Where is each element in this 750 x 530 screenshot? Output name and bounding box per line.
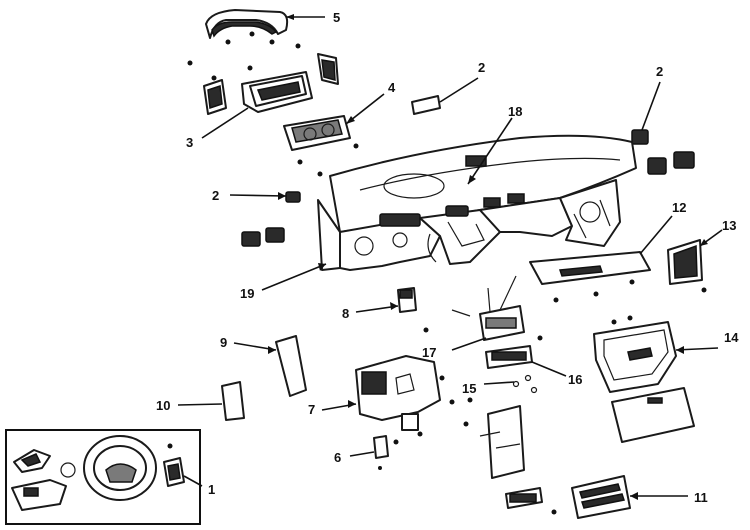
cluster-hood [205,9,289,39]
callout-15: 15 [462,381,476,396]
right-vents [631,129,695,175]
ashtray-grille [551,475,631,519]
leader-12 [639,215,673,255]
callout-2-right: 2 [656,64,663,79]
callout-18: 18 [508,104,522,119]
dashboard-panel [317,134,637,271]
callout-7: 7 [308,402,315,417]
cluster-bezel [241,71,313,113]
relay-unit [463,345,538,427]
switch-unit [397,287,429,333]
callout-2-left: 2 [212,188,219,203]
callout-1: 1 [208,482,215,497]
leader-6 [349,451,375,457]
callout-8: 8 [342,306,349,321]
callout-9: 9 [220,335,227,350]
leader-3 [201,107,249,139]
leader-2-right [641,81,661,131]
callout-10: 10 [156,398,170,413]
clip-box [401,413,419,431]
leader-19 [261,263,327,291]
cluster-side-vents [203,53,339,115]
callout-13: 13 [722,218,736,233]
callout-4: 4 [388,80,396,95]
left-vents [241,191,301,247]
glove-box-door [611,387,695,443]
glove-box [593,315,677,393]
leader-15 [483,381,515,385]
callout-16: 16 [568,372,582,387]
leader-17 [451,337,487,351]
leader-2-top [439,77,479,103]
callout-17: 17 [422,345,436,360]
leader-2-left [229,194,287,197]
callout-5: 5 [333,10,340,25]
callout-14: 14 [724,330,739,345]
leader-16 [531,361,567,377]
heater-control [451,275,543,341]
small-clip [373,435,389,470]
leader-1 [183,475,203,487]
leader-18 [467,117,513,185]
callout-3: 3 [186,135,193,150]
side-cover-panel [275,335,307,397]
callout-19: 19 [240,286,254,301]
defroster-grille [411,95,441,115]
lower-trim-panel [529,251,651,303]
lower-left-panel [355,355,455,445]
small-cover [221,381,245,421]
side-grille-panel [667,239,707,293]
steering-wheel-inset [5,429,201,525]
callout-11: 11 [694,490,708,505]
callout-12: 12 [672,200,686,215]
callout-6: 6 [334,450,341,465]
leader-10 [177,403,223,406]
support-bracket [479,405,543,509]
callout-2-top: 2 [478,60,485,75]
instrument-cluster [283,115,359,177]
